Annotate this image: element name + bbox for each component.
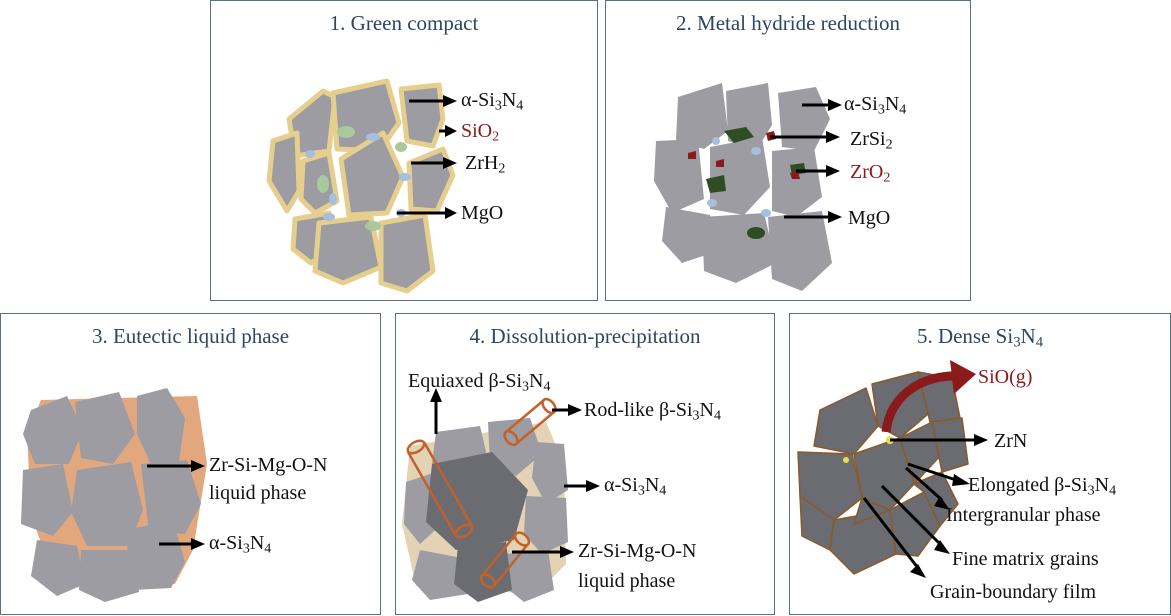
- grain: [141, 460, 201, 534]
- grain: [778, 87, 830, 151]
- label-liquid-phase-line1: Zr-Si-Mg-O-N: [209, 454, 328, 476]
- grain: [31, 540, 85, 596]
- grain: [710, 137, 770, 215]
- grain: [702, 213, 776, 283]
- grain: [406, 146, 456, 214]
- label-grain-boundary-film: Grain-boundary film: [930, 581, 1097, 603]
- panel-green-compact: 1. Green compact: [210, 0, 598, 301]
- label-equiaxed-beta-si3n4: Equiaxed β-Si3N4: [408, 370, 551, 395]
- label-rod-like-beta-si3n4: Rod-like β-Si3N4: [584, 399, 721, 424]
- grain: [21, 464, 73, 536]
- label-sio2: SiO2: [461, 120, 500, 145]
- grain: [312, 214, 384, 286]
- grain: [676, 83, 728, 149]
- grain: [813, 387, 879, 455]
- mgo-particle: [712, 137, 720, 145]
- mgo-particle: [761, 209, 771, 217]
- grain: [23, 396, 83, 464]
- label-zrn: ZrN: [994, 430, 1028, 452]
- label-fine-matrix-grains: Fine matrix grains: [952, 548, 1099, 570]
- panel-metal-hydride-reduction: 2. Metal hydride reduction: [605, 0, 971, 301]
- grain: [504, 550, 554, 602]
- panel-dissolution-precipitation: 4. Dissolution-precipitation: [395, 313, 775, 615]
- sio2-particle: [337, 126, 355, 138]
- label-intergranular-phase: Intergranular phase: [946, 504, 1101, 526]
- grain: [524, 496, 568, 554]
- zrsi2-particle: [747, 227, 765, 239]
- mgo-particle: [366, 133, 380, 141]
- zro2-particle: [688, 151, 696, 159]
- label-zro2: ZrO2: [850, 161, 891, 186]
- mgo-particle: [751, 147, 761, 155]
- mgo-particle: [399, 173, 411, 181]
- zrsi2-particle: [706, 175, 726, 193]
- grain: [853, 497, 891, 525]
- dissolution-illustration: [402, 388, 600, 602]
- grain: [772, 147, 822, 217]
- panel-dense-si3n4: 5. Dense Si3N4: [789, 313, 1171, 615]
- panel-title: 5. Dense Si3N4: [916, 324, 1044, 351]
- label-mgo: MgO: [461, 202, 504, 224]
- label-zrsi2: ZrSi2: [850, 128, 893, 153]
- label-liquid-phase-line2: liquid phase: [209, 482, 307, 504]
- grain: [768, 211, 832, 291]
- sio-gas-arrow: [881, 371, 961, 433]
- grain: [412, 550, 468, 600]
- grain: [532, 442, 568, 504]
- sio-gas-arrowhead: [950, 360, 976, 394]
- zrn-particle: [843, 457, 849, 463]
- label-elongated-beta-si3n4: Elongated β-Si3N4: [968, 474, 1117, 499]
- rod-like-beta-rod: [406, 397, 557, 589]
- grain: [797, 451, 863, 521]
- grain: [378, 212, 436, 294]
- dark-grain: [426, 452, 528, 550]
- grain: [79, 550, 139, 602]
- panel-title: 1. Green compact: [329, 11, 479, 35]
- label-mgo: MgO: [848, 207, 891, 229]
- label-sio-gas: SiO(g): [978, 366, 1033, 388]
- sio2-particle: [365, 221, 381, 231]
- grain: [75, 392, 135, 464]
- grain: [71, 462, 143, 546]
- label-alpha-si3n4: α-Si3N4: [844, 93, 907, 118]
- eutectic-illustration: [21, 388, 207, 602]
- mgo-particle: [707, 199, 717, 207]
- label-alpha-si3n4: α-Si3N4: [461, 89, 524, 114]
- panel-title: 2. Metal hydride reduction: [676, 11, 900, 35]
- metal-hydride-illustration: [654, 83, 842, 291]
- grain: [398, 82, 446, 149]
- zro2-particle: [716, 159, 724, 167]
- grain: [931, 417, 969, 473]
- zro2-particle: [790, 171, 800, 179]
- label-liquid-phase-line1: Zr-Si-Mg-O-N: [578, 540, 697, 562]
- sio2-particle: [317, 175, 329, 193]
- panel-title: 4. Dissolution-precipitation: [469, 324, 701, 348]
- mgo-particle: [329, 193, 337, 205]
- grain: [654, 139, 704, 213]
- panel-eutectic-liquid-phase: 3. Eutectic liquid phase Zr-Si-Mg-O-N li…: [0, 313, 381, 615]
- panel-title: 3. Eutectic liquid phase: [91, 324, 290, 348]
- grain: [266, 130, 302, 214]
- grain: [125, 520, 185, 590]
- label-alpha-si3n4: α-Si3N4: [209, 532, 272, 557]
- dense-si3n4-illustration: [797, 360, 988, 578]
- grain: [137, 388, 185, 464]
- mgo-particle: [305, 150, 315, 158]
- label-liquid-phase-line2: liquid phase: [578, 570, 676, 592]
- zrsi2-particle: [724, 127, 754, 143]
- label-alpha-si3n4: α-Si3N4: [604, 474, 667, 499]
- sio2-particle: [395, 142, 407, 152]
- label-zrh2: ZrH2: [465, 152, 506, 177]
- green-compact-illustration: [266, 78, 457, 294]
- mgo-particle: [323, 213, 335, 221]
